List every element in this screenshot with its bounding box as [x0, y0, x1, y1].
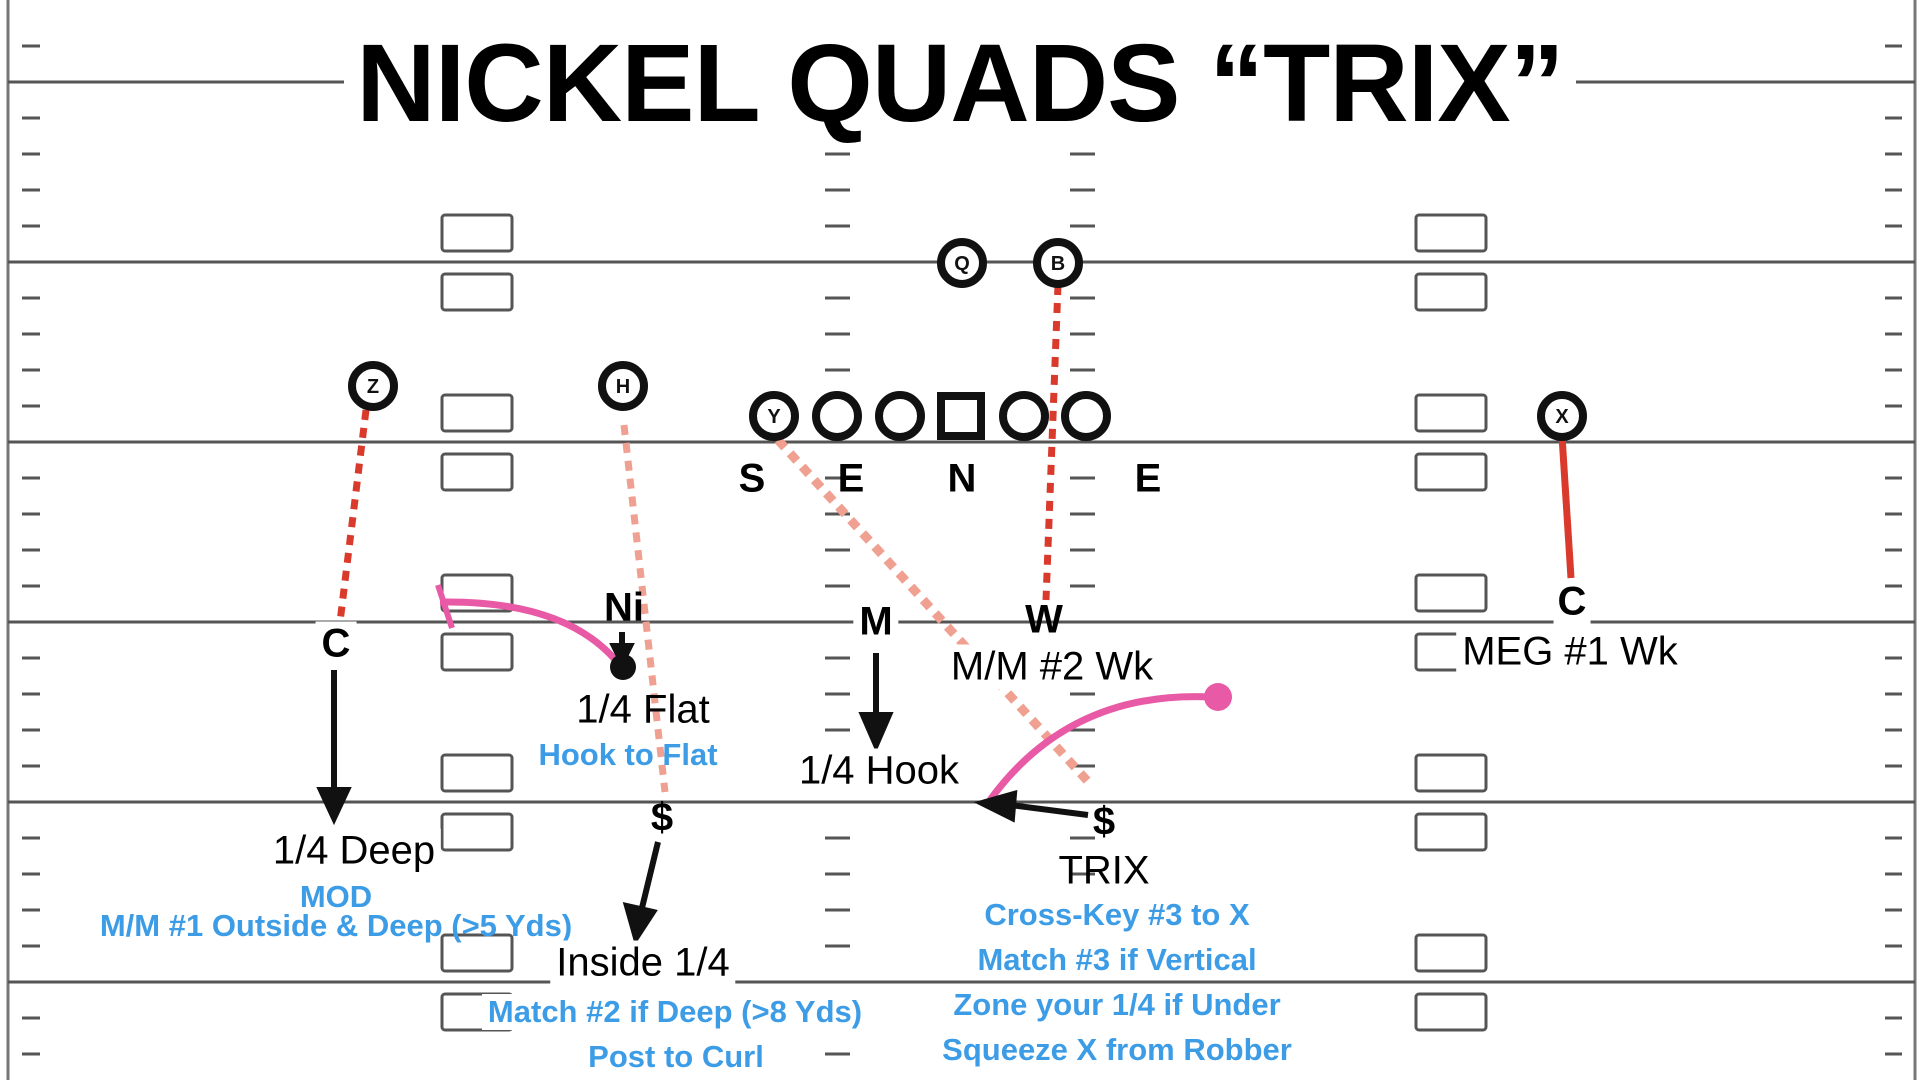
nickel-route-bar — [435, 584, 455, 629]
diagram-title-wrap: NICKEL QUADS “TRIX” — [0, 20, 1920, 147]
tackle-left-marker — [875, 391, 925, 441]
z-marker — [348, 361, 398, 411]
note-trix-squeeze: Squeeze X from Robber — [936, 1032, 1298, 1068]
assignment-will: M/M #2 Wk — [944, 644, 1160, 690]
nickel-route — [439, 598, 621, 666]
assignment-nickel: 1/4 Flat — [576, 687, 710, 732]
nickel-drop-dot — [610, 654, 636, 680]
assignment-safety-left: Inside 1/4 — [550, 940, 736, 986]
y-key-line — [774, 436, 1096, 790]
note-corner-left-mm: M/M #1 Outside & Deep (>5 Yds) — [99, 908, 573, 943]
h-marker — [598, 361, 648, 411]
defender-corner-left: C — [315, 621, 357, 667]
note-trix-match: Match #3 if Vertical — [971, 942, 1263, 978]
center-marker — [937, 392, 985, 440]
note-trix-zone: Zone your 1/4 if Under — [947, 987, 1287, 1023]
call-trix: TRIX — [1058, 848, 1150, 893]
defender-will: W — [1025, 597, 1063, 642]
assignment-corner-right: MEG #1 Wk — [1456, 629, 1684, 675]
defender-safety-right: $ — [1092, 799, 1116, 844]
note-safety-left-match: Match #2 if Deep (>8 Yds) — [481, 994, 869, 1030]
note-nickel: Hook to Flat — [538, 737, 718, 772]
route-start-dot — [1204, 683, 1232, 711]
assignment-corner-left: 1/4 Deep — [266, 828, 442, 874]
h-key-line — [620, 424, 669, 793]
qb-marker — [937, 238, 987, 288]
back-marker — [1033, 238, 1083, 288]
defender-corner-right: C — [1553, 579, 1591, 625]
defender-s: S — [738, 456, 766, 501]
guard-right-marker — [999, 391, 1049, 441]
back-letter: B — [1051, 253, 1065, 275]
defender-nickel: Ni — [604, 585, 644, 630]
diagram-title: NICKEL QUADS “TRIX” — [344, 22, 1576, 145]
yard-number-boxes — [440, 213, 1488, 1032]
defender-n: N — [947, 456, 977, 501]
guard-left-marker — [812, 391, 862, 441]
y-marker — [749, 391, 799, 441]
defender-e-right: E — [1134, 456, 1162, 501]
qb-letter: Q — [954, 253, 970, 275]
y-letter: Y — [767, 406, 781, 428]
z-letter: Z — [367, 376, 379, 398]
note-safety-left-post: Post to Curl — [582, 1039, 770, 1075]
h-letter: H — [616, 376, 630, 398]
offense — [348, 238, 1587, 441]
trix-route — [987, 693, 1213, 803]
assignment-mike: 1/4 Hook — [792, 748, 966, 794]
defender-mike: M — [853, 599, 899, 645]
defender-safety-left: $ — [650, 795, 674, 840]
tackle-right-marker — [1061, 391, 1111, 441]
defender-e-left: E — [837, 456, 865, 501]
x-key-line — [1558, 435, 1575, 579]
x-marker — [1537, 391, 1587, 441]
x-letter: X — [1555, 406, 1569, 428]
note-trix-crosskey: Cross-Key #3 to X — [978, 897, 1256, 933]
drop-arrows — [316, 632, 1089, 946]
note-corner-left-mod: MOD — [299, 879, 373, 914]
